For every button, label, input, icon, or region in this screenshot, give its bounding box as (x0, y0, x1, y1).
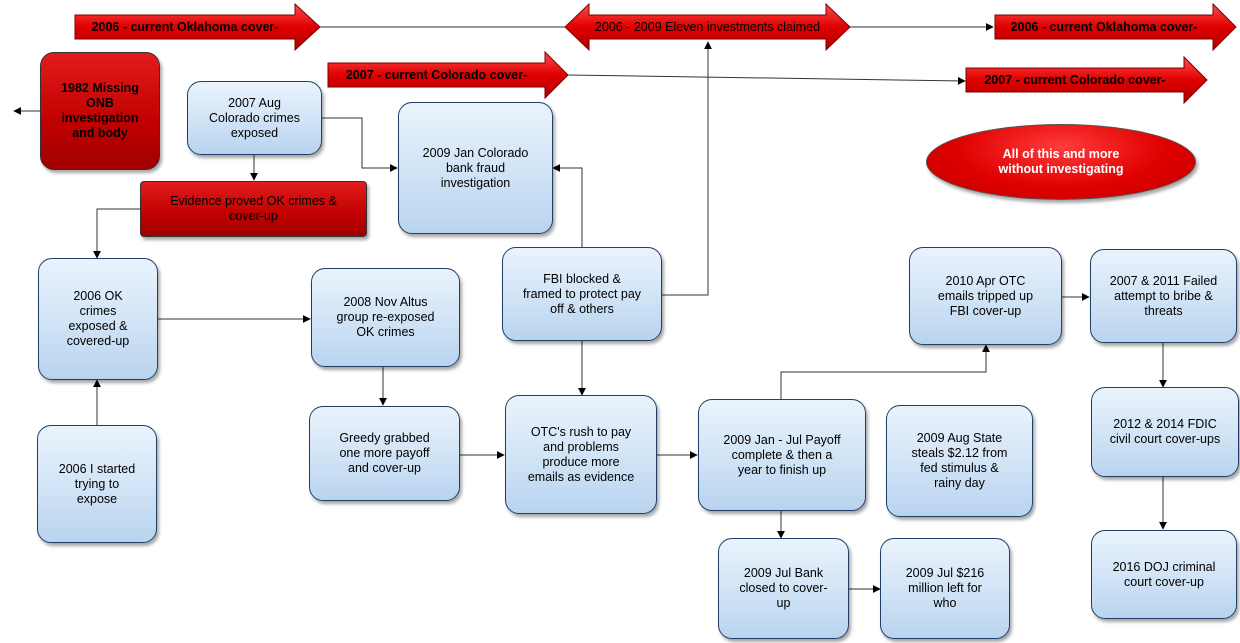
banner-co-left-label: 2007 - current Colorado cover- (345, 68, 528, 82)
node-fdic: 2012 & 2014 FDIC civil court cover-ups (1091, 387, 1239, 477)
banner-eleven-label: 2006 - 2009 Eleven investments claimed (594, 20, 821, 34)
banner-co-right-label: 2007 - current Colorado cover- (984, 73, 1166, 87)
node-evidence: Evidence proved OK crimes & cover-up (140, 181, 367, 237)
node-bribe: 2007 & 2011 Failed attempt to bribe & th… (1090, 249, 1237, 343)
banner-shape-ok-right (994, 2, 1237, 52)
banner-co-left: 2007 - current Colorado cover- (328, 63, 545, 87)
banner-ok-right: 2006 - current Oklahoma cover- (995, 15, 1213, 39)
banner-shape-eleven (564, 2, 851, 52)
connector-fbi-eleven (662, 41, 712, 296)
banner-ok-left: 2006 - current Oklahoma cover- (75, 15, 295, 39)
node-otc-emails: 2010 Apr OTC emails tripped up FBI cover… (909, 247, 1062, 345)
node-otc-rush: OTC's rush to pay and problems produce m… (505, 395, 657, 514)
banner-eleven: 2006 - 2009 Eleven investments claimed (589, 15, 826, 39)
node-state-steals: 2009 Aug State steals $2.12 from fed sti… (886, 405, 1033, 517)
banner-ok-right-label: 2006 - current Oklahoma cover- (1010, 20, 1198, 34)
banner-shape-ok-left (74, 2, 321, 52)
banner-co-right: 2007 - current Colorado cover- (966, 68, 1184, 92)
node-fbi-blocked: FBI blocked & framed to protect pay off … (502, 247, 662, 341)
connector-payoff-otcemails (780, 344, 990, 399)
node-payoff: 2009 Jan - Jul Payoff complete & then a … (698, 399, 866, 511)
node-started: 2006 I started trying to expose (37, 425, 157, 543)
node-ok-exposed: 2006 OK crimes exposed & covered-up (38, 258, 158, 380)
node-doj: 2016 DOJ criminal court cover-up (1091, 530, 1237, 619)
node-colorado-bank: 2009 Jan Colorado bank fraud investigati… (398, 102, 553, 234)
node-million-left: 2009 Jul $216 million left for who (880, 538, 1010, 639)
connector-colorado-bank (321, 117, 398, 172)
connector-co-line (567, 74, 966, 85)
summary-oval: All of this and more without investigati… (926, 124, 1196, 200)
node-colorado-exposed: 2007 Aug Colorado crimes exposed (187, 81, 322, 155)
banner-shape-co-left (327, 50, 569, 100)
node-greedy: Greedy grabbed one more payoff and cover… (309, 406, 460, 501)
connector-evidence-ok (93, 208, 140, 259)
node-altus: 2008 Nov Altus group re-exposed OK crime… (311, 268, 460, 367)
banner-ok-left-label: 2006 - current Oklahoma cover- (91, 20, 279, 34)
node-bank-closed: 2009 Jul Bank closed to cover- up (718, 538, 849, 639)
banner-shape-co-right (965, 55, 1208, 105)
node-missing-onb: 1982 Missing ONB investigation and body (40, 52, 160, 170)
connector-fbi-bank (552, 164, 583, 247)
